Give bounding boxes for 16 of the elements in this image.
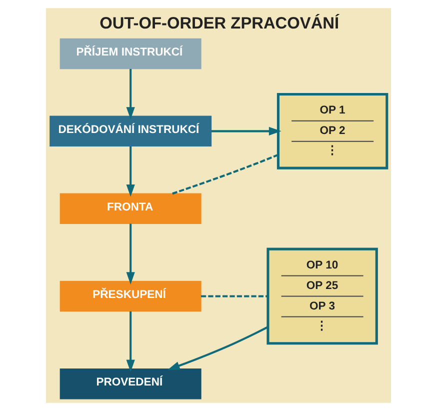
arrow xyxy=(126,224,134,284)
arrow xyxy=(210,126,281,136)
arrow xyxy=(126,311,134,372)
arrow xyxy=(126,146,134,197)
arrow xyxy=(166,326,268,370)
node-box: DEKÓDOVÁNÍ INSTRUKCÍ xyxy=(49,116,212,147)
node-box: OP 10 OP 25 OP 3 ⋮ xyxy=(266,248,378,345)
connector xyxy=(172,154,278,195)
connector xyxy=(200,295,268,298)
diagram-title: OUT-OF-ORDER ZPRACOVÁNÍ xyxy=(99,14,339,32)
node-box: FRONTA xyxy=(59,193,201,224)
node-box: OP 1 OP 2 ⋮ xyxy=(276,92,388,170)
arrow xyxy=(126,68,134,120)
node-box: PROVEDENÍ xyxy=(59,368,201,400)
node-box: PŘESKUPENÍ xyxy=(59,280,201,312)
node-box: PŘÍJEM INSTRUKCÍ xyxy=(59,38,201,70)
